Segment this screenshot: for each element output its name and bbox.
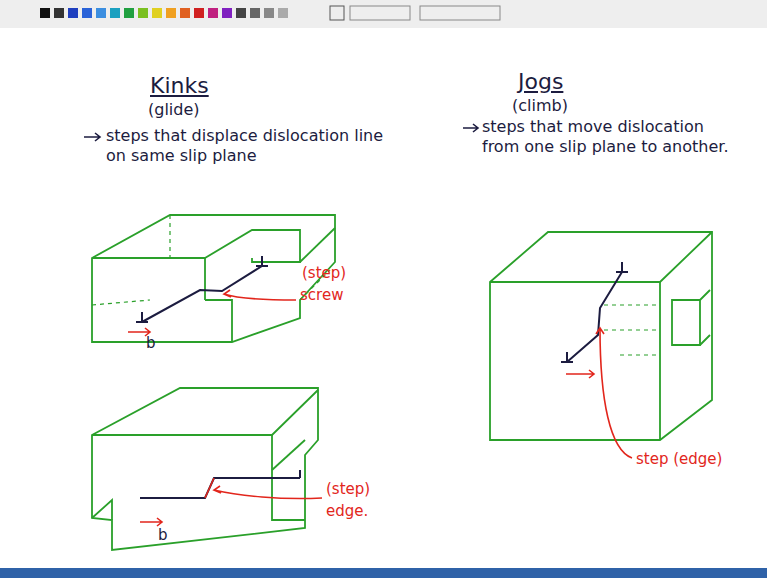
heading-note: (glide) <box>148 100 200 120</box>
leader-line <box>224 290 296 300</box>
crystal-block <box>490 232 712 440</box>
section-heading: Kinks <box>150 72 209 100</box>
crystal-block <box>92 388 318 550</box>
toolbar <box>0 0 767 28</box>
definition-text: steps that displace dislocation line on … <box>106 126 396 166</box>
burgers-vector-label: b <box>158 526 168 545</box>
definition-text: steps that move dislocation from one sli… <box>482 117 737 157</box>
taskbar <box>0 568 767 578</box>
section-heading: Jogs <box>518 68 563 96</box>
crystal-block <box>92 215 335 342</box>
heading-note: (climb) <box>512 96 568 116</box>
dislocation-line <box>561 262 628 362</box>
burgers-vector <box>566 370 594 378</box>
bullet-arrow <box>463 124 478 132</box>
leader-line <box>596 328 632 458</box>
bullet-arrow <box>84 133 100 141</box>
burgers-vector-label: b <box>146 334 156 353</box>
step-type: screw <box>300 286 343 305</box>
dislocation-line <box>140 470 300 498</box>
leader-line <box>214 486 322 499</box>
step-type: edge. <box>326 502 368 521</box>
burgers-vector <box>140 518 162 526</box>
step-label: step (edge) <box>636 450 722 469</box>
step-label: (step) <box>302 264 346 283</box>
step-label: (step) <box>326 480 370 499</box>
dislocation-kink <box>205 478 214 498</box>
slip-plane <box>604 305 660 355</box>
dislocation-line <box>136 256 268 322</box>
color-swatches <box>40 6 500 20</box>
